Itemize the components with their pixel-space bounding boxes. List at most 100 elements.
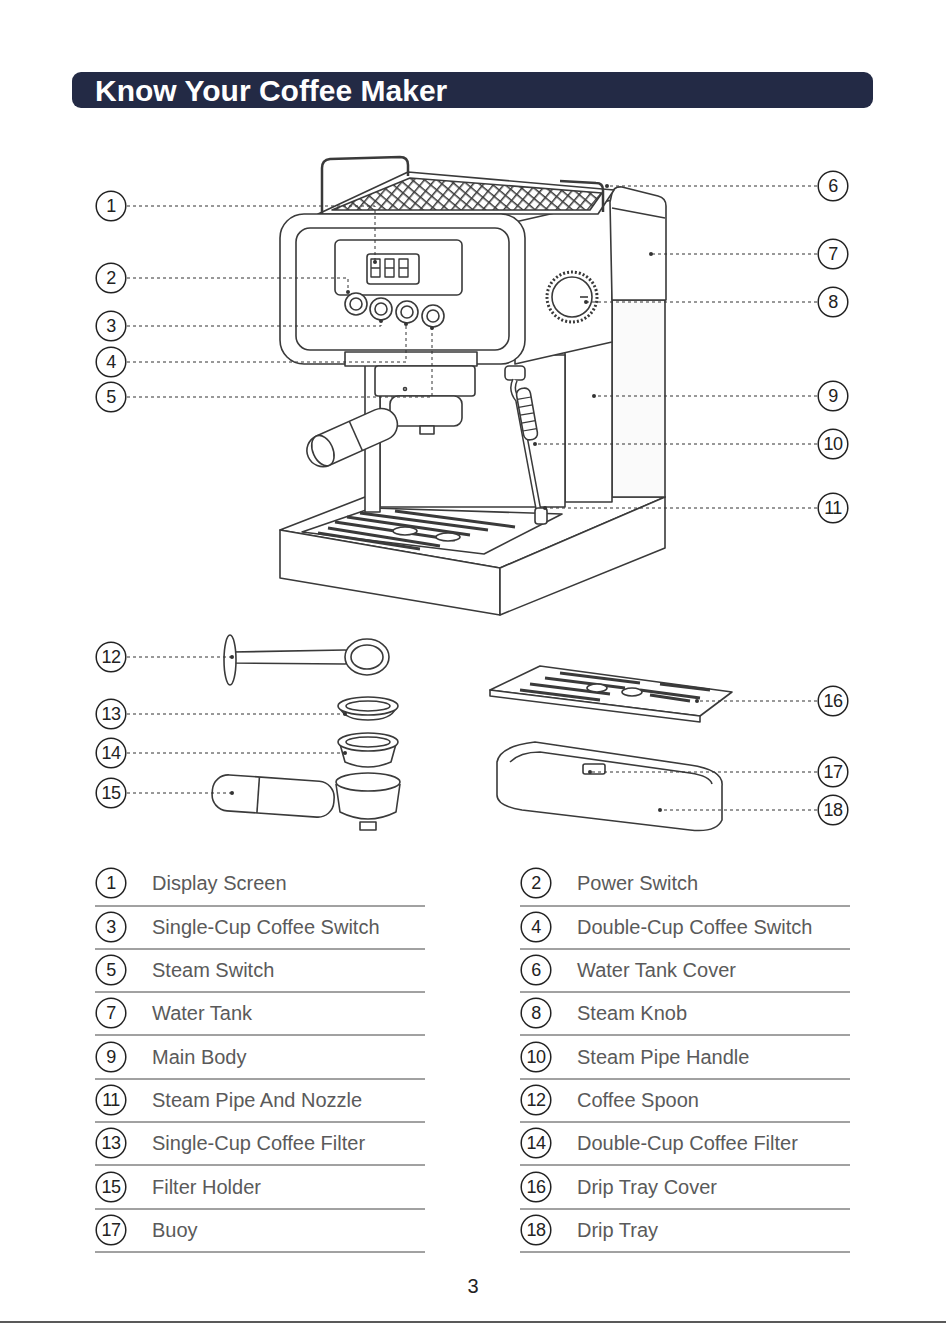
- tank-lid-line: [612, 208, 665, 218]
- spoon-bowl: [345, 639, 389, 675]
- part-name: Single-Cup Coffee Switch: [152, 914, 380, 940]
- part-name: Steam Pipe Handle: [577, 1044, 749, 1070]
- part-name: Display Screen: [152, 870, 287, 896]
- leader-dot: [605, 184, 609, 188]
- part-name: Drip Tray Cover: [577, 1174, 717, 1200]
- single-filter-rim: [338, 697, 398, 715]
- key-number: 3: [95, 911, 127, 943]
- callout-number: 13: [95, 698, 127, 730]
- part-name: Buoy: [152, 1217, 198, 1243]
- number-text: 15: [95, 777, 127, 809]
- key-number: 9: [95, 1041, 127, 1073]
- number-text: 13: [95, 1127, 127, 1159]
- leader-line: [127, 324, 406, 362]
- leader-dot: [649, 252, 653, 256]
- number-text: 7: [817, 238, 849, 270]
- leader-dot: [588, 770, 592, 774]
- rail: [322, 157, 408, 214]
- part-name: Drip Tray: [577, 1217, 658, 1243]
- page-edge: [0, 1321, 946, 1323]
- table-rule: [95, 1252, 850, 1253]
- number-text: 3: [95, 310, 127, 342]
- button-face: [427, 310, 439, 322]
- number-text: 10: [520, 1041, 552, 1073]
- spoon-bowl-inner: [351, 645, 383, 669]
- number-text: 18: [520, 1214, 552, 1246]
- callout-number: 3: [95, 310, 127, 342]
- table-rule: [95, 1079, 850, 1080]
- table-rule: [95, 1165, 850, 1166]
- drip-tray-rim: [510, 752, 712, 784]
- part-name: Water Tank: [152, 1000, 252, 1026]
- leader-dot: [533, 442, 537, 446]
- grip-lines: [517, 397, 536, 431]
- control-panel: [296, 228, 509, 350]
- number-text: 6: [817, 170, 849, 202]
- leader-line: [127, 328, 432, 397]
- part-name: Filter Holder: [152, 1174, 261, 1200]
- cup-warmer: [318, 172, 614, 214]
- spoon-handle: [232, 650, 350, 664]
- key-number: 11: [95, 1084, 127, 1116]
- steam-handle: [516, 387, 539, 441]
- leader-line: [651, 254, 817, 255]
- part-name: Double-Cup Coffee Filter: [577, 1130, 798, 1156]
- key-number: 14: [520, 1127, 552, 1159]
- number-text: 16: [520, 1171, 552, 1203]
- leader-line: [660, 810, 817, 811]
- leader-line: [586, 302, 817, 303]
- steam-knob-ridges: [547, 272, 597, 322]
- table-rule: [95, 1035, 850, 1036]
- leader-dot: [430, 326, 434, 330]
- callout-number: 6: [817, 170, 849, 202]
- portafilter-basket: [390, 396, 462, 426]
- key-number: 18: [520, 1214, 552, 1246]
- number-text: 15: [95, 1171, 127, 1203]
- drip-mark: [436, 533, 460, 541]
- double-cup-button: [396, 301, 418, 323]
- knob-mark: [580, 296, 588, 298]
- part-name: Single-Cup Coffee Filter: [152, 1130, 365, 1156]
- spoon-tamper: [224, 635, 236, 685]
- body-side: [612, 300, 665, 497]
- steam-pipe: [513, 380, 540, 518]
- steam-handle-grip: [516, 387, 539, 441]
- number-text: 12: [95, 641, 127, 673]
- leader-line: [607, 186, 817, 187]
- page-title: Know Your Coffee Maker: [95, 72, 447, 108]
- leader-dot: [379, 319, 383, 323]
- number-text: 3: [95, 911, 127, 943]
- number-text: 2: [520, 867, 552, 899]
- leader-dot: [543, 506, 547, 510]
- page-number: 3: [467, 1273, 478, 1299]
- callout-number: 18: [817, 794, 849, 826]
- head-side: [515, 200, 612, 364]
- power-button: [345, 293, 367, 315]
- leader-dot: [404, 322, 408, 326]
- key-number: 6: [520, 954, 552, 986]
- number-text: 2: [95, 262, 127, 294]
- key-number: 2: [520, 867, 552, 899]
- leader-lines: [127, 186, 817, 810]
- callout-number: 16: [817, 685, 849, 717]
- number-text: 11: [95, 1084, 127, 1116]
- rail: [560, 181, 603, 212]
- key-number: 12: [520, 1084, 552, 1116]
- group-head-top: [345, 352, 477, 366]
- leader-dots: [230, 184, 699, 812]
- table-rule: [95, 949, 850, 950]
- part-name: Coffee Spoon: [577, 1087, 699, 1113]
- leader-dot: [695, 699, 699, 703]
- number-text: 10: [817, 428, 849, 460]
- key-number: 1: [95, 867, 127, 899]
- holder-tube: [211, 774, 335, 818]
- number-text: 14: [520, 1127, 552, 1159]
- key-number: 4: [520, 911, 552, 943]
- tray-cover-mark: [587, 684, 607, 692]
- number-text: 18: [817, 794, 849, 826]
- table-rules: [95, 906, 850, 1252]
- double-filter-rim: [338, 733, 398, 751]
- part-name: Steam Switch: [152, 957, 274, 983]
